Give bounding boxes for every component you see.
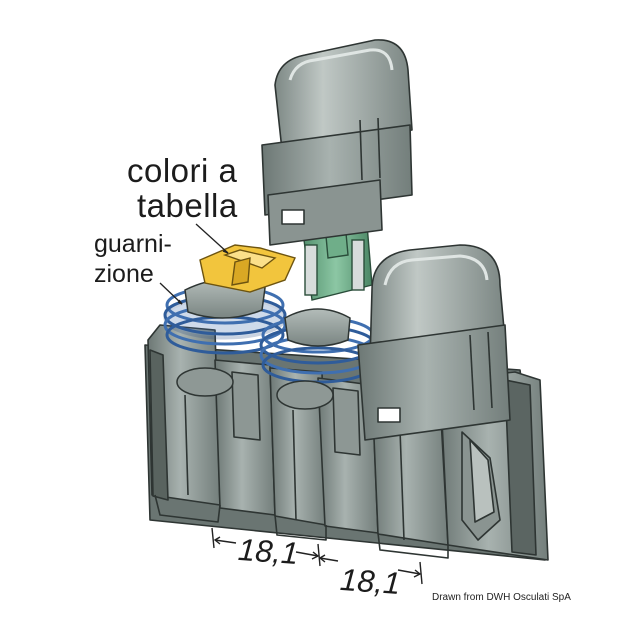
label-gasket-line1: guarni-	[94, 230, 172, 258]
label-gasket-line2: zione	[94, 260, 154, 288]
yellow-fuse	[199, 244, 296, 293]
dimension-pitch-1: 18,1	[236, 531, 300, 572]
tall-cap	[261, 39, 413, 246]
drawing-credit: Drawn from DWH Osculati SpA	[432, 592, 571, 603]
label-colored-fuses-line2: tabella	[137, 187, 238, 224]
dimension-pitch-2: 18,1	[338, 561, 402, 602]
label-colored-fuses-line1: colori a	[127, 152, 238, 189]
right-cap	[357, 244, 511, 441]
dimension-lines	[211, 527, 423, 585]
leader-lines	[159, 223, 229, 305]
socket-middle	[276, 308, 351, 410]
